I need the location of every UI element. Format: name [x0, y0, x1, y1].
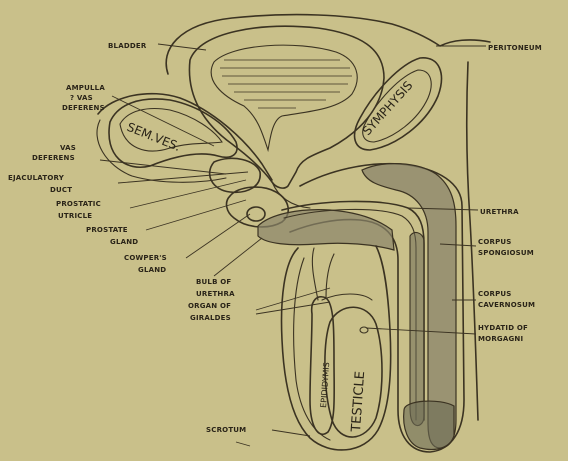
scrotum-arrow-stem — [236, 442, 250, 446]
label-ejac-2: DUCT — [50, 186, 72, 194]
leader-utricle — [130, 180, 246, 208]
label-symphysis: SYMPHYSIS — [360, 78, 416, 138]
label-ejac-1: EJACULATORY — [8, 174, 65, 182]
bladder-cavity — [211, 45, 357, 150]
label-spongiosum-2: SPONGIOSUM — [478, 249, 534, 257]
label-giraldes-1: ORGAN OF — [188, 302, 231, 310]
glans — [404, 401, 454, 449]
label-cowper-2: GLAND — [138, 266, 166, 274]
leader-giraldes-b — [256, 302, 330, 314]
label-cavernosum-2: CAVERNOSUM — [478, 301, 535, 309]
bladder-wall — [189, 26, 384, 188]
bladder-hatching — [220, 60, 352, 108]
label-bladder: BLADDER — [108, 42, 147, 50]
label-utricle-2: UTRICLE — [58, 212, 92, 220]
spermatic-cord-2 — [326, 254, 334, 298]
label-ampulla-2: ? VAS — [70, 94, 93, 102]
label-ampulla-3: DEFERENS — [62, 104, 105, 112]
label-giraldes-2: GIRALDES — [190, 314, 231, 322]
label-cavernosum-1: CORPUS — [478, 290, 512, 298]
peritoneum-outline — [166, 15, 490, 74]
label-epididymis: EPIDIDYMIS — [319, 362, 331, 408]
label-prostate-1: PROSTATE — [86, 226, 128, 234]
leader-bulb — [214, 238, 262, 276]
vas-deferens-loop — [97, 120, 226, 182]
tunica-line — [322, 294, 372, 300]
leader-giraldes-a — [256, 288, 330, 310]
label-spongiosum-1: CORPUS — [478, 238, 512, 246]
leader-vas — [100, 160, 226, 174]
scrotum-outline — [282, 246, 391, 450]
corpus-cavernosum — [410, 233, 424, 426]
abdominal-wall-line — [467, 62, 478, 420]
label-vas-2: DEFERENS — [32, 154, 75, 162]
label-cowper-1: COWPER'S — [124, 254, 167, 262]
prostatic-urethra — [272, 182, 310, 208]
label-peritoneum: PERITONEUM — [488, 44, 542, 52]
bulb-of-urethra — [258, 210, 394, 250]
label-prostate-2: GLAND — [110, 238, 138, 246]
label-testicle: TESTICLE — [349, 371, 368, 434]
label-utricle-1: PROSTATIC — [56, 200, 101, 208]
label-hydatid-2: MORGAGNI — [478, 335, 523, 343]
label-ampulla-1: AMPULLA — [66, 84, 105, 92]
label-bulb-2: URETHRA — [196, 290, 235, 298]
label-vas-1: VAS — [60, 144, 76, 152]
label-urethra: URETHRA — [480, 208, 519, 216]
label-hydatid-1: HYDATID OF — [478, 324, 528, 332]
label-scrotum: SCROTUM — [206, 426, 246, 434]
label-bulb-1: BULB OF — [196, 278, 231, 286]
leader-cowper — [186, 214, 250, 258]
label-sem-ves: SEM.VES. — [125, 120, 183, 154]
